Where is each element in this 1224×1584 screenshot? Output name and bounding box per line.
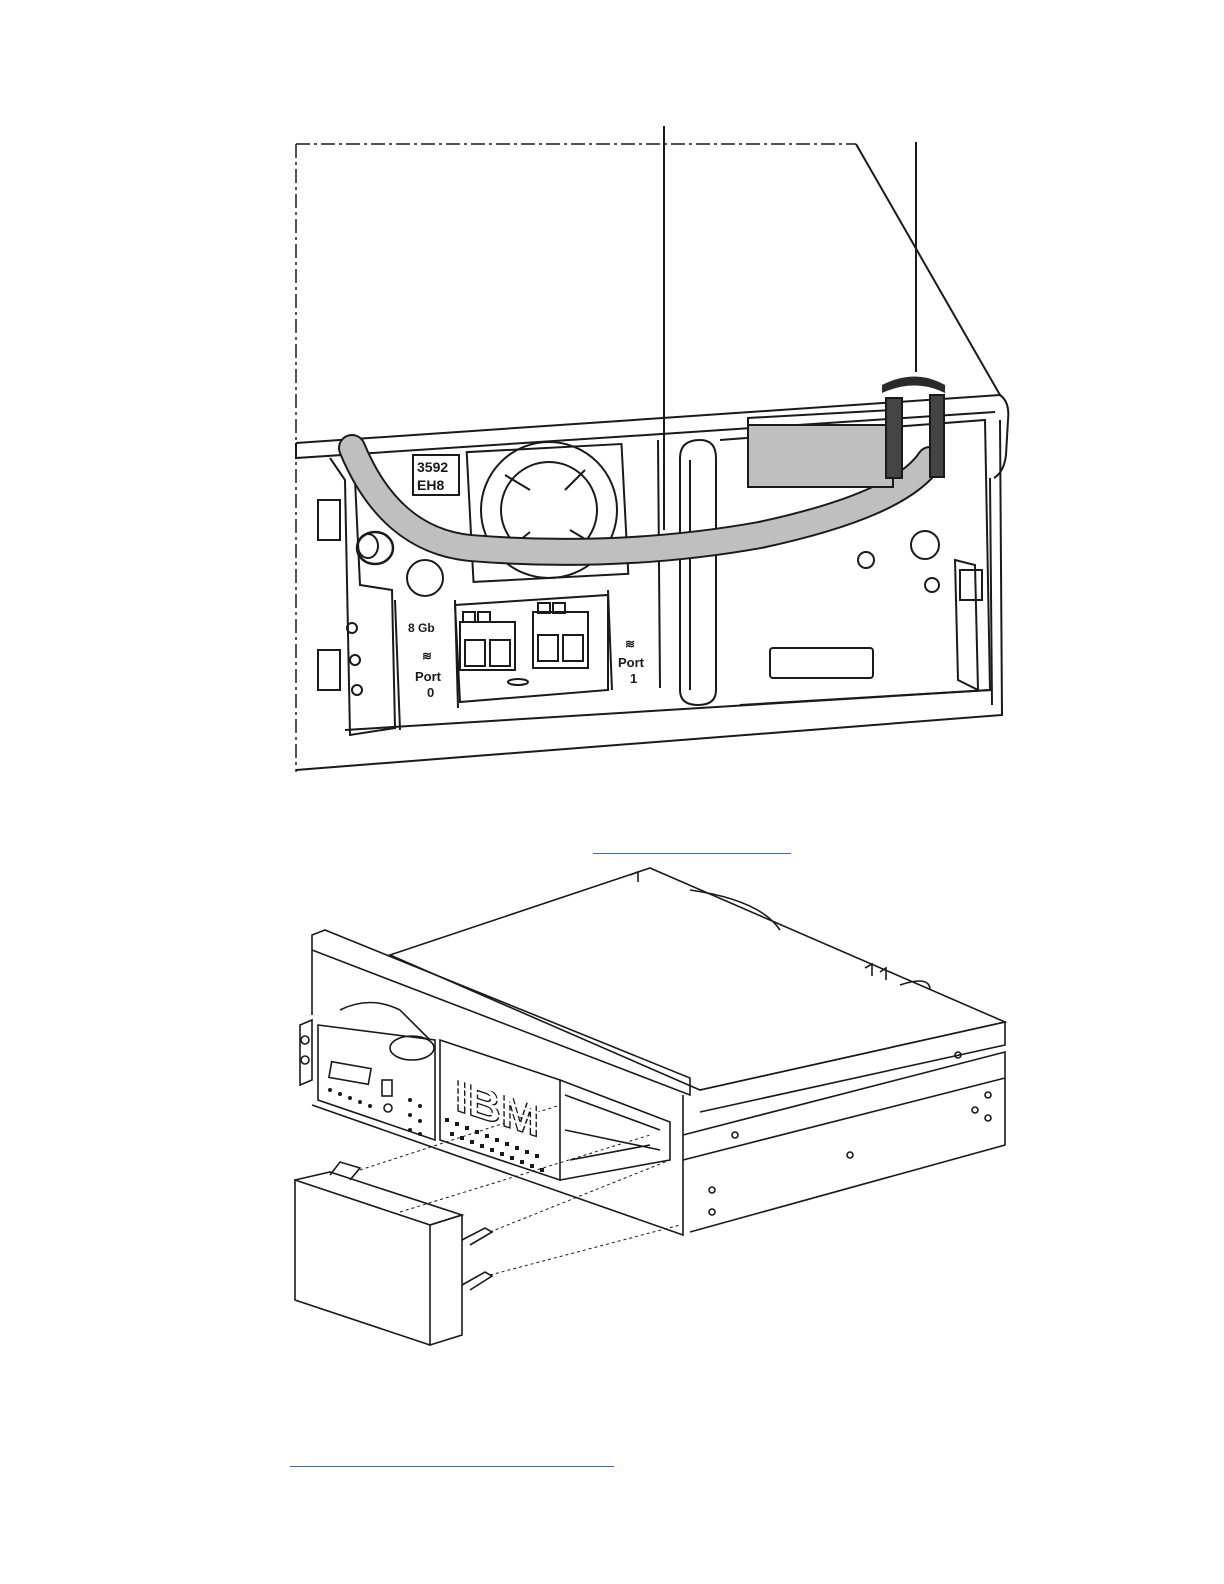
bezel-tab-low — [462, 1272, 492, 1290]
caption-rule-2 — [290, 1466, 614, 1467]
bezel-tab-mid — [462, 1228, 492, 1245]
ibm-logo-icon: IBM — [453, 1068, 545, 1150]
drive-side — [683, 1052, 1005, 1232]
faceplate — [318, 1025, 435, 1140]
removed-bezel — [295, 1180, 430, 1345]
drive-top-cover — [390, 868, 1005, 1090]
front-bracket-arm — [312, 930, 690, 1095]
left-mount-ear — [300, 1020, 312, 1085]
vent-grid — [328, 1088, 422, 1136]
